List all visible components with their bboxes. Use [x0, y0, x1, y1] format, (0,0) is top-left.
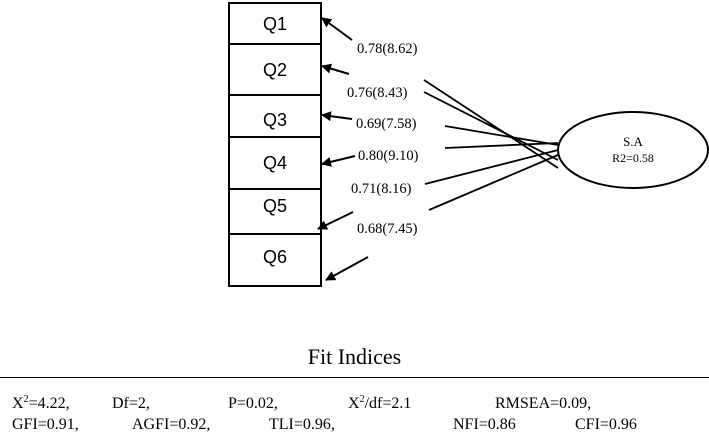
arrow-q6: [325, 256, 369, 281]
latent-variable-sa: S.A R2=0.58: [557, 111, 709, 189]
arrow-q1: [321, 17, 353, 41]
loading-label-q2: 0.76(8.43): [347, 85, 408, 101]
fit-indices-divider: [0, 377, 709, 378]
fit-chi2-df-value: /df=2.1: [364, 395, 412, 412]
latent-r2: R2=0.58: [612, 151, 654, 165]
indicator-box-q1: Q1: [228, 2, 322, 45]
fit-indices-title: Fit Indices: [307, 344, 402, 369]
indicator-box-q6: Q6: [228, 233, 322, 287]
loading-label-q5: 0.71(8.16): [351, 181, 412, 197]
loading-labels: 0.78(8.62) 0.76(8.43) 0.69(7.58) 0.80(9.…: [347, 41, 419, 237]
fit-chi2: X2=4.22,: [12, 394, 70, 413]
loading-label-q4: 0.80(9.10): [358, 148, 419, 164]
fit-chi2-value: =4.22,: [28, 395, 70, 412]
path-line-q4: [444, 142, 559, 149]
fit-chi2-df: X2/df=2.1: [348, 394, 412, 413]
indicator-box-q4: Q4: [228, 136, 322, 190]
fit-rmsea: RMSEA=0.09,: [495, 395, 592, 412]
indicator-label-q5: Q5: [263, 196, 287, 216]
indicator-box-q5: Q5: [228, 188, 322, 235]
path-lines: [423, 79, 559, 211]
loading-label-q6: 0.68(7.45): [357, 221, 418, 237]
path-line-q3: [444, 125, 559, 146]
fit-nfi: NFI=0.86: [453, 416, 516, 433]
path-arrows: [317, 17, 369, 281]
indicator-box-q3: Q3: [228, 94, 322, 138]
fit-tli: TLI=0.96,: [269, 416, 335, 433]
indicator-label-q1: Q1: [263, 14, 287, 34]
fit-p: P=0.02,: [228, 395, 278, 412]
arrow-q5: [317, 211, 354, 230]
arrow-q2: [321, 63, 350, 75]
path-line-q6: [428, 154, 559, 211]
path-line-q1: [423, 91, 559, 161]
indicator-label-q4: Q4: [263, 153, 287, 173]
loading-label-q3: 0.69(7.58): [356, 116, 417, 132]
indicator-label-q2: Q2: [263, 60, 287, 80]
fit-df: Df=2,: [112, 395, 150, 412]
arrow-q4: [321, 155, 356, 167]
indicator-box-q2: Q2: [228, 43, 322, 96]
path-line-q5: [424, 149, 559, 185]
indicator-label-q3: Q3: [263, 110, 287, 130]
latent-name: S.A: [623, 134, 643, 149]
loading-label-q1: 0.78(8.62): [357, 41, 418, 57]
fit-agfi: AGFI=0.92,: [132, 416, 211, 433]
indicator-label-q6: Q6: [263, 247, 287, 267]
arrow-q3: [321, 111, 353, 122]
fit-gfi: GFI=0.91,: [12, 416, 79, 433]
fit-cfi: CFI=0.96: [575, 416, 637, 433]
path-line-q2: [423, 79, 559, 169]
